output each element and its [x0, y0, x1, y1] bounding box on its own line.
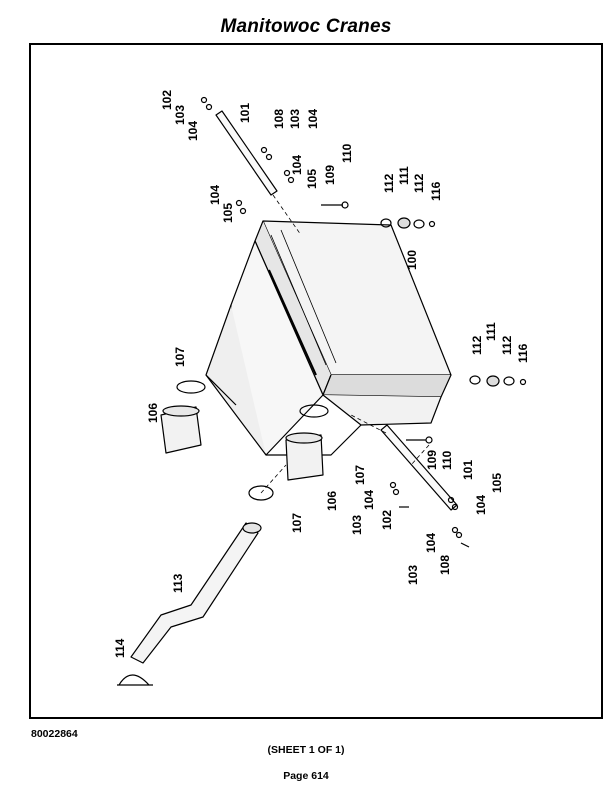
air-tube	[130, 522, 259, 664]
callout-label: 109	[323, 165, 337, 185]
callout-label: 104	[474, 495, 488, 515]
callout-label: 112	[500, 335, 514, 355]
page-number: Page 614	[283, 770, 329, 782]
callout-label: 106	[146, 403, 160, 423]
callout-label: 116	[516, 343, 530, 363]
callout-label: 105	[490, 473, 504, 493]
callout-label: 103	[350, 515, 364, 535]
callout-label: 103	[406, 565, 420, 585]
callout-label: 111	[484, 322, 498, 341]
callout-label: 105	[221, 203, 235, 223]
callout-label: 113	[171, 573, 185, 593]
bracket-upper	[215, 110, 278, 196]
callout-label: 101	[238, 103, 252, 123]
sheet-indicator: (SHEET 1 OF 1)	[267, 744, 345, 756]
parts-diagram-frame: 102 103 104 101 108 103 104 104 105 109 …	[29, 43, 603, 719]
callout-label: 102	[160, 90, 174, 110]
clamp-3	[248, 485, 274, 501]
callout-label: 104	[208, 185, 222, 205]
callout-label: 110	[440, 450, 454, 470]
callout-label: 104	[290, 155, 304, 175]
callout-label: 105	[305, 169, 319, 189]
clamp-2	[299, 404, 329, 418]
callout-label: 112	[382, 173, 396, 193]
clamp-114	[117, 674, 153, 686]
callout-label: 114	[113, 638, 127, 658]
callout-label: 112	[470, 335, 484, 355]
callout-label: 110	[340, 143, 354, 163]
callout-label: 107	[353, 465, 367, 485]
callout-label: 100	[405, 250, 419, 270]
callout-label: 104	[186, 121, 200, 141]
callout-label: 108	[438, 555, 452, 575]
callout-label: 106	[325, 491, 339, 511]
exploded-parts-diagram: 102 103 104 101 108 103 104 104 105 109 …	[113, 90, 530, 686]
document-number: 80022864	[31, 728, 78, 740]
callout-label: 103	[288, 109, 302, 129]
clamp-1	[176, 380, 206, 394]
callout-label: 104	[424, 533, 438, 553]
callout-label: 111	[397, 166, 411, 185]
page-header-title: Manitowoc Cranes	[220, 16, 392, 37]
callout-label: 101	[461, 460, 475, 480]
callout-label: 107	[290, 513, 304, 533]
callout-label: 103	[173, 105, 187, 125]
callout-label: 109	[425, 450, 439, 470]
callout-label: 112	[412, 173, 426, 193]
callout-label: 116	[429, 181, 443, 201]
callout-label: 107	[173, 347, 187, 367]
callout-label: 102	[380, 510, 394, 530]
callout-label: 104	[306, 109, 320, 129]
callout-label: 104	[362, 490, 376, 510]
callout-label: 108	[272, 109, 286, 129]
